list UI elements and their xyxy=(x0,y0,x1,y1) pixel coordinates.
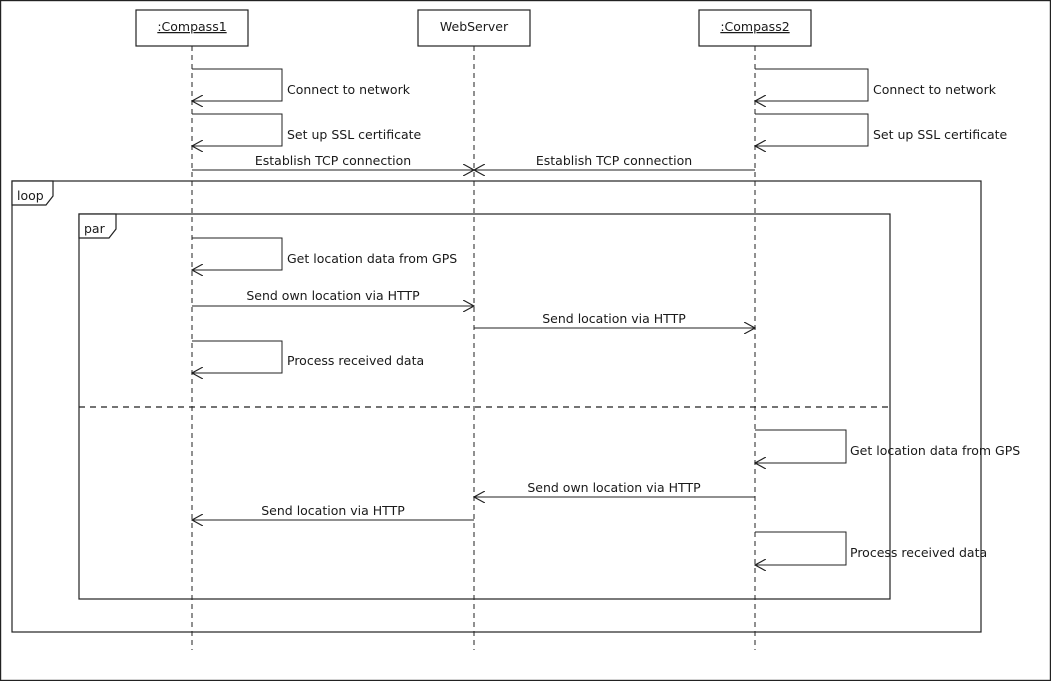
message-compass2-tcp[interactable]: Establish TCP connection xyxy=(474,153,755,170)
message-compass1-tcp[interactable]: Establish TCP connection xyxy=(192,153,474,170)
participant-label-compass2: :Compass2 xyxy=(720,19,789,34)
message-label: Set up SSL certificate xyxy=(287,127,422,142)
self-message-compass2-ssl[interactable]: Set up SSL certificate xyxy=(755,113,1008,146)
self-message-compass1-ssl[interactable]: Set up SSL certificate xyxy=(192,113,422,146)
message-label: Process received data xyxy=(287,353,424,368)
loop-fragment-label: loop xyxy=(17,188,44,203)
message-label: Send location via HTTP xyxy=(261,503,405,518)
message-label: Send own location via HTTP xyxy=(527,480,701,495)
self-message-compass1-connect[interactable]: Connect to network xyxy=(192,68,411,101)
message-label: Connect to network xyxy=(873,82,997,97)
message-label: Get location data from GPS xyxy=(287,251,457,266)
message-webserver-to-compass2[interactable]: Send location via HTTP xyxy=(474,311,755,328)
message-label: Get location data from GPS xyxy=(850,443,1020,458)
par-fragment[interactable]: par xyxy=(78,213,891,600)
self-message-compass2-process[interactable]: Process received data xyxy=(755,531,987,565)
self-message-compass1-process[interactable]: Process received data xyxy=(192,340,424,373)
message-compass2-send-own[interactable]: Send own location via HTTP xyxy=(474,480,755,497)
message-label: Send own location via HTTP xyxy=(246,288,420,303)
message-label: Connect to network xyxy=(287,82,411,97)
par-fragment-label: par xyxy=(84,221,106,236)
message-label: Process received data xyxy=(850,545,987,560)
self-message-compass2-gps[interactable]: Get location data from GPS xyxy=(755,429,1020,463)
participant-label-webserver: WebServer xyxy=(440,19,509,34)
self-message-compass2-connect[interactable]: Connect to network xyxy=(755,68,997,101)
message-compass1-send-own[interactable]: Send own location via HTTP xyxy=(192,288,474,306)
loop-fragment[interactable]: loop xyxy=(11,180,982,633)
message-label: Establish TCP connection xyxy=(255,153,411,168)
participant-compass1[interactable]: :Compass1 xyxy=(135,9,249,47)
message-webserver-to-compass1[interactable]: Send location via HTTP xyxy=(192,503,474,520)
message-label: Send location via HTTP xyxy=(542,311,686,326)
participant-label-compass1: :Compass1 xyxy=(157,19,226,34)
message-label: Set up SSL certificate xyxy=(873,127,1008,142)
message-label: Establish TCP connection xyxy=(536,153,692,168)
participant-webserver[interactable]: WebServer xyxy=(417,9,531,47)
participant-compass2[interactable]: :Compass2 xyxy=(698,9,812,47)
self-message-compass1-gps[interactable]: Get location data from GPS xyxy=(192,237,457,270)
